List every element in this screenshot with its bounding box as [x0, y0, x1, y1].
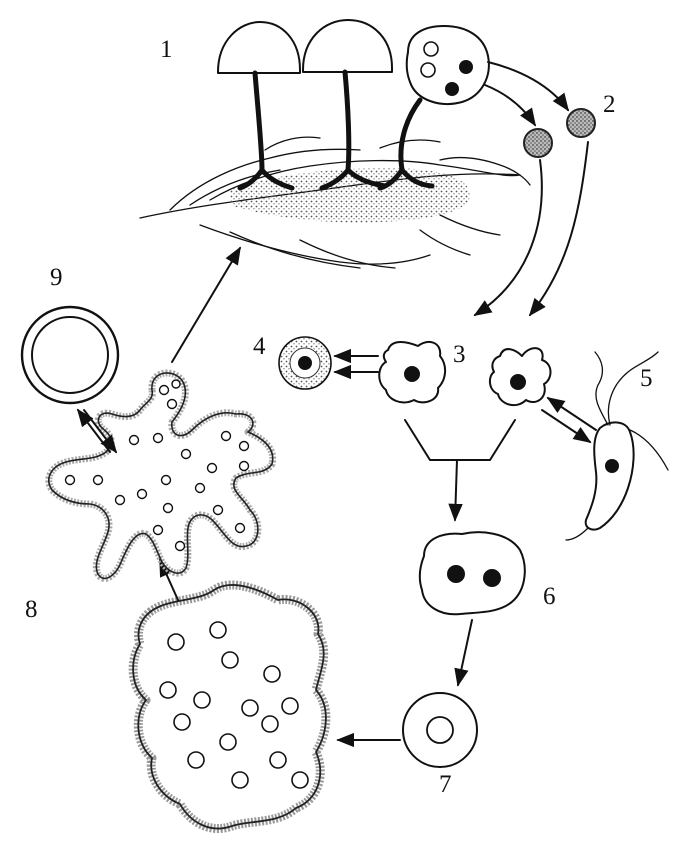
- label-5: 5: [640, 365, 653, 392]
- zygote: [420, 532, 525, 614]
- arrow-to-spore-1: [485, 85, 535, 125]
- myxamoeba-right: [490, 348, 551, 405]
- sclerotium: [22, 307, 118, 403]
- leaf-substrate: [140, 137, 530, 268]
- arrow-amoeba-swarm-upper: [548, 398, 596, 430]
- myxamoeba-left: [379, 342, 445, 402]
- spore-1: [524, 129, 552, 157]
- arrow-zygote-to-cell7: [458, 620, 472, 685]
- arrow-to-fruiting-bodies: [172, 248, 240, 362]
- arrow-amoeba-swarm-lower: [542, 410, 590, 442]
- label-7: 7: [439, 771, 452, 798]
- label-1: 1: [160, 36, 173, 63]
- swarm-cell: [566, 352, 668, 540]
- arrow-spore-to-amoeba-left: [475, 160, 542, 315]
- sporangium-1: [218, 22, 300, 188]
- label-3: 3: [453, 341, 466, 368]
- arrow-to-zygote: [455, 460, 457, 520]
- label-8: 8: [25, 596, 38, 623]
- microcyst: [279, 337, 331, 389]
- sporangium-open-with-spores: [407, 26, 489, 104]
- amoeboid-plasmodium: [49, 373, 273, 578]
- label-4: 4: [253, 333, 266, 360]
- sporangium-2: [303, 20, 392, 188]
- young-plasmodium: [403, 693, 477, 767]
- label-2: 2: [603, 91, 616, 118]
- arrow-to-spore-2: [488, 62, 568, 110]
- spore-2: [567, 109, 595, 137]
- label-6: 6: [543, 583, 556, 610]
- label-9: 9: [50, 264, 63, 291]
- fusion-bracket: [405, 420, 515, 460]
- arrow-spore-to-amoeba-right: [530, 142, 588, 315]
- plasmodium: [133, 585, 326, 829]
